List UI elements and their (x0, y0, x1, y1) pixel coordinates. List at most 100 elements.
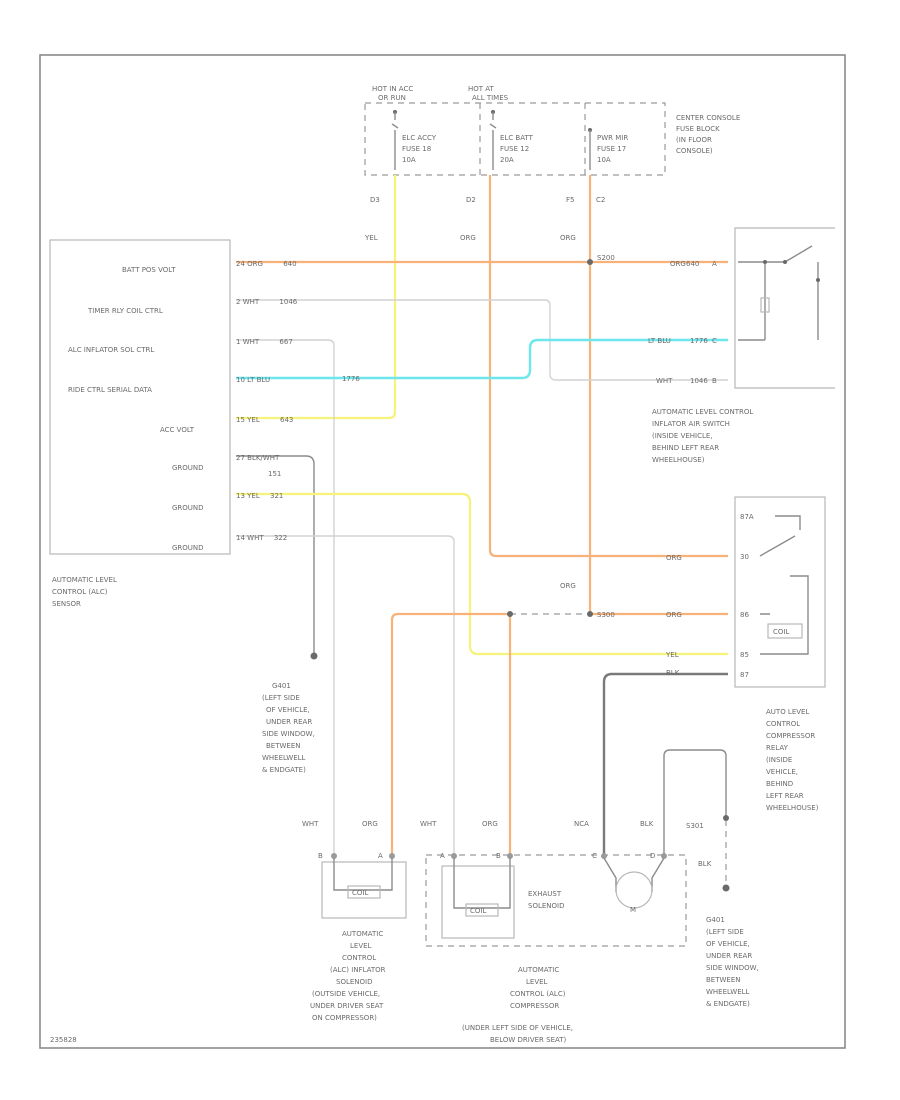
solenoid-coil: COIL (352, 889, 368, 897)
compressor-pin-a: A (440, 852, 445, 860)
compressor-pin-c: C (592, 852, 597, 860)
wire-wht-label: WHT (656, 377, 673, 385)
relay-term-30: 30 (740, 553, 749, 561)
fuse-block-label-4: CONSOLE) (676, 147, 713, 155)
wire-wht-inflator (236, 339, 335, 855)
solenoid-label-5: SOLENOID (336, 978, 372, 986)
inflator-solenoid: B A COIL AUTOMATIC LEVEL CONTROL (ALC) I… (310, 852, 407, 1022)
splice-s301-label: S301 (686, 822, 704, 830)
svg-text:FUSE 18: FUSE 18 (402, 145, 431, 153)
svg-text:G401: G401 (706, 916, 725, 924)
wire-yel-acc (236, 175, 397, 420)
solenoid-label-3: CONTROL (342, 954, 376, 962)
svg-text:(LEFT SIDE: (LEFT SIDE (262, 694, 300, 702)
compressor-pin-b: B (496, 852, 501, 860)
relay-term-85: 85 (740, 651, 749, 659)
bottom-wire-label-5: NCA (574, 820, 589, 828)
air-switch-pin-b: C (712, 337, 717, 345)
wire-org-mid-label: ORG (560, 582, 576, 590)
relay-label-5: (INSIDE (766, 756, 792, 764)
svg-text:10A: 10A (402, 156, 416, 164)
wire-blk-ground-2 (663, 749, 727, 855)
wire-org-label-1: ORG (460, 234, 476, 242)
solenoid-label-6: (OUTSIDE VEHICLE, (312, 990, 380, 998)
splice-s300-b (587, 611, 593, 617)
relay-label-7: BEHIND (766, 780, 793, 788)
hot-in-acc-label: HOT IN ACC (372, 85, 413, 93)
svg-text:SIDE WINDOW,: SIDE WINDOW, (262, 730, 315, 738)
wire-blk-ground (236, 455, 315, 655)
sensor-wire-6-circuit: 151 (268, 470, 281, 478)
solenoid-label-4: (ALC) INFLATOR (330, 966, 386, 974)
fuse-elc-accy: ELC ACCY FUSE 18 10A (391, 110, 437, 170)
sensor-pin-label-3: ALC INFLATOR SOL CTRL (68, 346, 154, 354)
relay-term-87a: 87A (740, 513, 754, 521)
ground-blk-label: BLK (698, 860, 712, 868)
svg-text:SIDE WINDOW,: SIDE WINDOW, (706, 964, 759, 972)
terminal-c2: C2 (596, 196, 605, 204)
svg-text:BETWEEN: BETWEEN (266, 742, 301, 750)
svg-text:UNDER REAR: UNDER REAR (266, 718, 312, 726)
bottom-wire-label-2: ORG (362, 820, 378, 828)
ground-g401-right: G401 (LEFT SIDE OF VEHICLE, UNDER REAR S… (706, 916, 759, 1008)
wire-org-pwr-mir (588, 175, 728, 616)
compressor-label-5: (UNDER LEFT SIDE OF VEHICLE, (462, 1024, 573, 1032)
terminal-d3: D3 (370, 196, 380, 204)
splice-s200 (587, 259, 593, 265)
compressor-label-1: AUTOMATIC (518, 966, 559, 974)
svg-text:G401: G401 (272, 682, 291, 690)
solenoid-label-2: LEVEL (350, 942, 372, 950)
relay-label-8: LEFT REAR (766, 792, 804, 800)
wire-blk-relay (602, 672, 728, 855)
wire-org-label-2: ORG (560, 234, 576, 242)
svg-text:WHEELWELL: WHEELWELL (262, 754, 306, 762)
solenoid-label-8: ON COMPRESSOR) (312, 1014, 377, 1022)
wire-blk-label: BLK (666, 669, 680, 677)
fuse-elc-batt: ELC BATT FUSE 12 20A (489, 110, 534, 170)
reference-code: 235828 (50, 1036, 77, 1044)
hot-at-label-2: ALL TIMES (472, 94, 509, 102)
solenoid-pin-b: B (318, 852, 323, 860)
relay-label-4: RELAY (766, 744, 789, 752)
wire-ltblu (236, 338, 728, 380)
sensor-label-2: CONTROL (ALC) (52, 588, 108, 596)
wire-ltblu-label: LT BLU (648, 337, 671, 345)
bottom-wire-label-1: WHT (302, 820, 319, 828)
relay-coil: COIL (773, 628, 789, 636)
ground-g1-dot (310, 652, 318, 660)
sensor-pin-label-4: RIDE CTRL SERIAL DATA (68, 386, 152, 394)
compressor-coil: COIL (470, 907, 486, 915)
air-switch-label-2: INFLATOR AIR SWITCH (652, 420, 730, 428)
svg-text:& ENDGATE): & ENDGATE) (706, 1000, 750, 1008)
svg-text:WHEELWELL: WHEELWELL (706, 988, 750, 996)
compressor-label-3: CONTROL (ALC) (510, 990, 566, 998)
compressor-label-4: COMPRESSOR (510, 1002, 559, 1010)
sensor-pin-label-2: TIMER RLY COIL CTRL (87, 307, 163, 315)
exhaust-label-1: EXHAUST (528, 890, 562, 898)
sensor-wire-6: 27 BLK/WHT (236, 454, 280, 462)
relay-label-3: COMPRESSOR (766, 732, 815, 740)
sensor-pin-label-1: BATT POS VOLT (122, 266, 176, 274)
air-switch-label-1: AUTOMATIC LEVEL CONTROL (652, 408, 753, 416)
sensor-wire-7: 13 YEL 321 (236, 492, 283, 500)
sensor-wire-3: 1 WHT 667 (236, 338, 293, 346)
splice-s300-a (507, 611, 513, 617)
terminal-f5: F5 (566, 196, 574, 204)
sensor-wire-8: 14 WHT 322 (236, 534, 287, 542)
svg-text:(LEFT SIDE: (LEFT SIDE (706, 928, 744, 936)
center-console-fuse-block: HOT IN ACC OR RUN HOT AT ALL TIMES CENTE… (364, 85, 740, 204)
air-switch-circuit-a: 640 (686, 260, 699, 268)
svg-text:& ENDGATE): & ENDGATE) (262, 766, 306, 774)
sensor-pin-label-6: GROUND (172, 464, 204, 472)
wire-yel-ground (236, 492, 728, 656)
fuse-block-label-1: CENTER CONSOLE (676, 114, 740, 122)
svg-text:PWR MIR: PWR MIR (597, 134, 628, 142)
sensor-pin-label-7: GROUND (172, 504, 204, 512)
svg-text:ELC ACCY: ELC ACCY (402, 134, 437, 142)
air-switch-label-3: (INSIDE VEHICLE, (652, 432, 713, 440)
relay-label-2: CONTROL (766, 720, 800, 728)
alc-sensor: BATT POS VOLT TIMER RLY COIL CTRL ALC IN… (49, 239, 298, 608)
alc-compressor: A B C D COIL EXHAUST SOLENOID M AUTOMATI… (425, 852, 687, 1044)
svg-text:FUSE 17: FUSE 17 (597, 145, 626, 153)
